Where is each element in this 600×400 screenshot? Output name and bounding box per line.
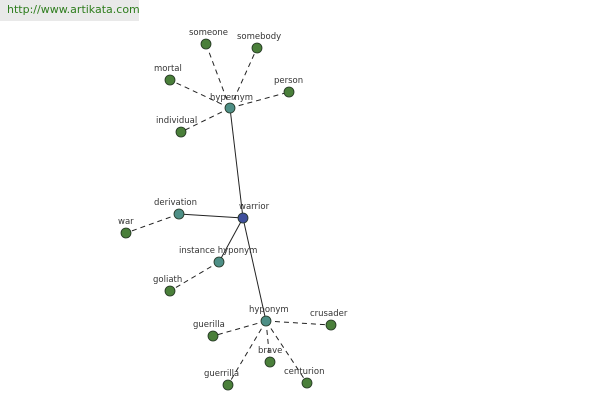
- word-someone-node[interactable]: [200, 38, 212, 50]
- graph-nodes: someone somebody mortal person individual hyp…: [118, 28, 348, 391]
- word-person-label[interactable]: person: [274, 76, 303, 86]
- word-war-node[interactable]: [120, 227, 132, 239]
- relation-instance-hyponym-node[interactable]: [213, 256, 225, 268]
- edge-root-hypernym: [229, 107, 244, 219]
- word-goliath-node[interactable]: [164, 285, 176, 297]
- word-guerilla-node[interactable]: [207, 330, 219, 342]
- graph-edges: [125, 43, 332, 386]
- edge-hyponym-crusader: [265, 320, 332, 326]
- edge-hypernym-mortal: [169, 79, 231, 109]
- word-individual-label[interactable]: individual: [156, 116, 197, 126]
- edge-hyponym-guerrilla: [227, 320, 267, 386]
- word-guerrilla-label[interactable]: guerrilla: [204, 369, 239, 379]
- edge-derivation-war: [125, 213, 180, 234]
- word-goliath-label[interactable]: goliath: [153, 275, 182, 285]
- site-banner: http://www.artikata.com: [0, 0, 140, 21]
- word-brave-label[interactable]: brave: [258, 346, 282, 356]
- edge-root-hyponym: [242, 217, 267, 322]
- relation-derivation-node[interactable]: [173, 208, 185, 220]
- word-mortal-node[interactable]: [164, 74, 176, 86]
- edge-instance-hyponym-goliath: [169, 261, 220, 292]
- edge-hypernym-individual: [180, 107, 231, 133]
- word-centurion-node[interactable]: [301, 377, 313, 389]
- relation-hypernym-node[interactable]: [224, 102, 236, 114]
- word-somebody-node[interactable]: [251, 42, 263, 54]
- edge-hypernym-someone: [205, 43, 231, 109]
- word-mortal-label[interactable]: mortal: [154, 64, 182, 74]
- site-link[interactable]: http://www.artikata.com: [7, 3, 140, 16]
- word-war-label[interactable]: war: [118, 217, 134, 227]
- edge-hyponym-brave: [265, 320, 271, 363]
- relation-hyponym-node[interactable]: [260, 315, 272, 327]
- edge-root-instance-hyponym: [218, 217, 244, 263]
- edge-hyponym-guerilla: [212, 320, 267, 337]
- relation-hyponym-label[interactable]: hyponym: [249, 305, 289, 315]
- edge-root-derivation: [178, 213, 244, 219]
- word-someone-label[interactable]: someone: [189, 28, 228, 38]
- edge-hypernym-somebody: [229, 47, 258, 109]
- word-individual-node[interactable]: [175, 126, 187, 138]
- word-somebody-label[interactable]: somebody: [237, 32, 281, 42]
- edge-hypernym-person: [229, 91, 290, 109]
- relation-derivation-label[interactable]: derivation: [154, 198, 197, 208]
- root-warrior-label[interactable]: warrior: [239, 202, 270, 212]
- edge-hyponym-centurion: [265, 320, 308, 384]
- relation-instance-hyponym-label[interactable]: instance hyponym: [179, 246, 257, 256]
- word-person-node[interactable]: [283, 86, 295, 98]
- word-crusader-node[interactable]: [325, 319, 337, 331]
- relation-hypernym-label[interactable]: hypernym: [210, 93, 253, 103]
- word-brave-node[interactable]: [264, 356, 276, 368]
- root-warrior-node[interactable]: [237, 212, 249, 224]
- word-guerrilla-node[interactable]: [222, 379, 234, 391]
- word-guerilla-label[interactable]: guerilla: [193, 320, 225, 330]
- word-crusader-label[interactable]: crusader: [310, 309, 348, 319]
- word-centurion-label[interactable]: centurion: [284, 367, 324, 377]
